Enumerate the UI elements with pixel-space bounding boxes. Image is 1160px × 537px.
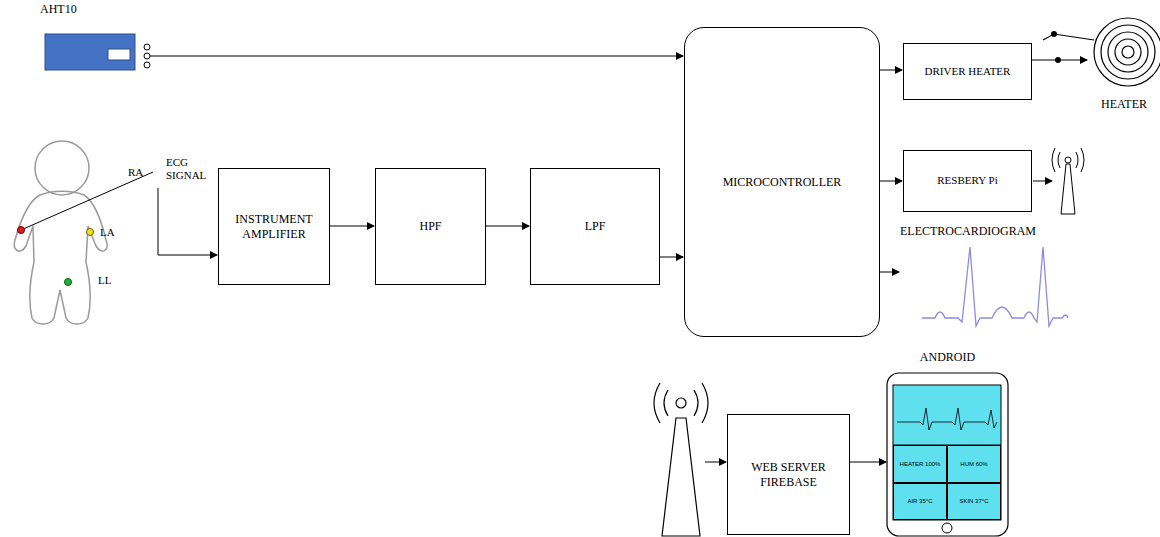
- radio-link: [1033, 181, 1052, 182]
- phone-cell: HEATER 100%: [893, 445, 947, 483]
- electrode-ll: [65, 279, 72, 286]
- node-text: DRIVER HEATER: [925, 65, 1011, 79]
- heater-coil: [1094, 18, 1160, 86]
- antenna-icon: [1052, 148, 1084, 214]
- node-text: WEB SERVER FIREBASE: [732, 460, 845, 490]
- phone-node: ANDROID HEATER 100% HUM 60% AIR 35°C SKIN 37…: [887, 350, 1008, 536]
- sensor-module: [45, 34, 150, 70]
- heater-wire: [1043, 34, 1094, 40]
- signal-label: RA: [128, 166, 152, 179]
- signal-label: LA: [100, 226, 124, 239]
- node-text: HUM 60%: [960, 461, 987, 468]
- arrow-connector: [660, 257, 683, 258]
- raspberry-box: RESBERY Pi: [903, 150, 1032, 212]
- antenna-icon: [654, 383, 708, 536]
- amplifier-box: INSTRUMENT AMPLIFIER: [218, 168, 330, 285]
- node-text: AHT10: [40, 2, 77, 17]
- arrow-connector: [880, 272, 899, 273]
- node-text: HPF: [419, 219, 441, 234]
- server-box: WEB SERVER FIREBASE: [727, 414, 850, 535]
- controller-box: MICROCONTROLLER: [684, 27, 880, 337]
- signal-label: ECG SIGNAL: [166, 156, 212, 182]
- arrow-connector: [880, 181, 902, 182]
- node-text: ANDROID: [920, 350, 975, 365]
- electrode-la: [87, 229, 94, 236]
- node-text: AIR 35°C: [907, 498, 932, 505]
- sensor-label: AHT10: [40, 2, 130, 32]
- electrode-lead: [21, 172, 153, 230]
- node-text: HEATER: [1101, 97, 1147, 112]
- phone-cell: HUM 60%: [947, 445, 1001, 483]
- signal-wire: [158, 188, 217, 255]
- node-text: ELECTROCARDIOGRAM: [900, 224, 1036, 239]
- node-text: LPF: [585, 219, 606, 234]
- driver-box: DRIVER HEATER: [903, 43, 1032, 100]
- radio-link: [705, 462, 726, 463]
- arrow-connector: [880, 70, 902, 71]
- terminal-dot: [1051, 31, 1057, 37]
- heater-label: HEATER: [1088, 14, 1160, 112]
- node-text: SKIN 37°C: [959, 498, 988, 505]
- baby-figure: [14, 141, 107, 324]
- ecg-display: ELECTROCARDIOGRAM: [900, 224, 1070, 330]
- filter-box: LPF: [530, 168, 660, 285]
- node-text: HEATER 100%: [900, 461, 941, 468]
- arrow-connector: [150, 56, 683, 57]
- arrow-connector: [330, 226, 374, 227]
- phone-cell: SKIN 37°C: [947, 483, 1001, 520]
- signal-label: LL: [98, 274, 122, 287]
- node-text: RESBERY Pi: [937, 174, 997, 188]
- node-text: INSTRUMENT AMPLIFIER: [223, 212, 325, 242]
- phone-cell: AIR 35°C: [893, 483, 947, 520]
- electrode-ra: [18, 227, 25, 234]
- filter-box: HPF: [375, 168, 486, 285]
- node-text: MICROCONTROLLER: [723, 175, 842, 190]
- arrow-connector: [850, 462, 886, 463]
- ecg-waveform: [922, 247, 1068, 326]
- arrow-connector: [1032, 60, 1087, 61]
- arrow-connector: [486, 226, 529, 227]
- phone-body: [887, 373, 1008, 536]
